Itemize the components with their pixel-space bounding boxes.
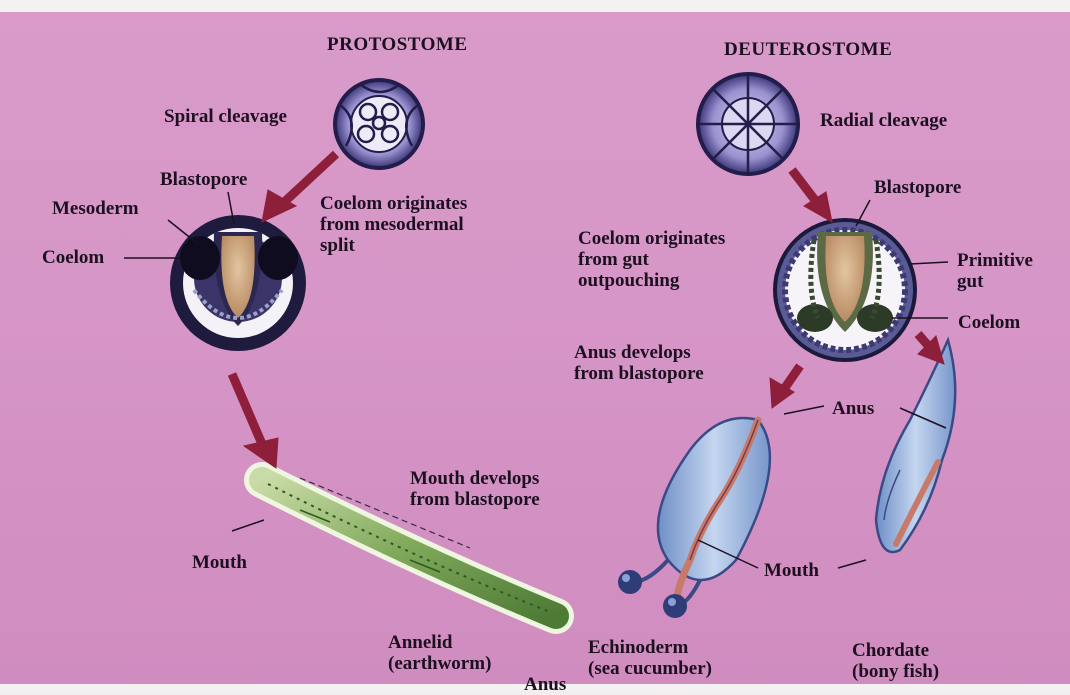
- chordate-label: Chordate (bony fish): [852, 640, 939, 682]
- protostome-title: PROTOSTOME: [327, 34, 468, 55]
- arrow-radial-to-gastrula: [792, 170, 832, 222]
- deuterostome-title: DEUTEROSTOME: [724, 39, 892, 60]
- bony-fish-illustration: [876, 340, 955, 552]
- sea-cucumber-illustration: [618, 418, 770, 618]
- primitive-gut-label: Primitive gut: [957, 250, 1033, 292]
- spiral-cleavage-label: Spiral cleavage: [164, 106, 287, 127]
- mouth-develops-label: Mouth develops from blastopore: [410, 468, 540, 510]
- protostome-blastopore-label: Blastopore: [160, 169, 247, 190]
- arrow-gastrula-to-fish: [918, 334, 944, 364]
- mesoderm-label: Mesoderm: [52, 198, 139, 219]
- protostome-mouth-label: Mouth: [192, 552, 247, 573]
- anus-develops-label: Anus develops from blastopore: [574, 342, 704, 384]
- echinoderm-label: Echinoderm (sea cucumber): [588, 637, 712, 679]
- spiral-cleavage-embryo: [335, 80, 423, 168]
- protostome-gastrula: [170, 215, 306, 351]
- protostome-coelom-label: Coelom: [42, 247, 104, 268]
- annelid-label: Annelid (earthworm): [388, 632, 491, 674]
- arrow-gastrula-to-cucumber: [770, 366, 800, 408]
- deuterostome-gastrula: [775, 220, 915, 360]
- protostome-anus-label: Anus: [524, 674, 566, 695]
- arrow-gastrula-to-worm: [232, 374, 278, 468]
- coelom-gut-outpouching-label: Coelom originates from gut outpouching: [578, 228, 725, 291]
- deuterostome-blastopore-label: Blastopore: [874, 177, 961, 198]
- radial-cleavage-embryo: [698, 74, 798, 174]
- radial-cleavage-label: Radial cleavage: [820, 110, 947, 131]
- top-margin: [0, 0, 1070, 12]
- deuterostome-anus-label: Anus: [832, 398, 874, 419]
- deuterostome-mouth-label: Mouth: [764, 560, 819, 581]
- deuterostome-coelom-label: Coelom: [958, 312, 1020, 333]
- coelom-mesodermal-split-label: Coelom originates from mesodermal split: [320, 193, 467, 256]
